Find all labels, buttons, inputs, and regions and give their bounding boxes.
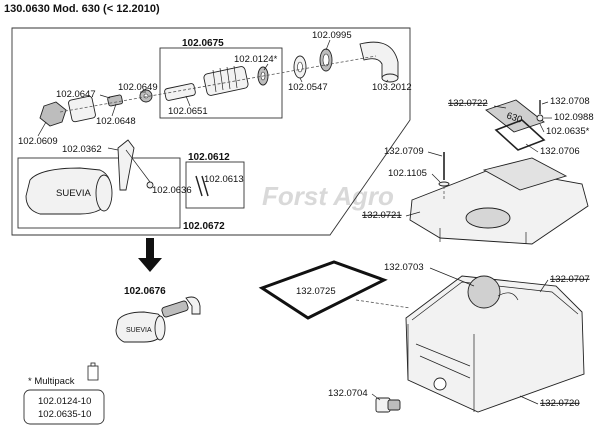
watermark: Forst Agro	[262, 181, 394, 211]
label-132-0721: 132.0721	[362, 210, 402, 221]
label-102-0124: 102.0124*	[234, 54, 278, 65]
label-102-0651: 102.0651	[168, 106, 208, 117]
label-102-0648: 102.0648	[96, 116, 136, 127]
brand-label-main: SUEVIA	[56, 188, 92, 199]
label-102-0613: 102.0613	[204, 174, 244, 185]
label-102-0609: 102.0609	[18, 136, 58, 147]
down-arrow-icon	[138, 238, 162, 272]
label-102-0988: 102.0988	[554, 112, 594, 123]
label-102-0635: 102.0635*	[546, 126, 590, 137]
label-132-0704: 132.0704	[328, 388, 368, 399]
label-102-0675: 102.0675	[182, 38, 224, 49]
label-132-0709: 132.0709	[384, 146, 424, 157]
page-title: 130.0630 Mod. 630 (< 12.2010)	[4, 3, 160, 15]
label-132-0722: 132.0722	[448, 98, 488, 109]
group-box-0612	[185, 161, 245, 209]
label-132-0706: 132.0706	[540, 146, 580, 157]
label-102-0612: 102.0612	[188, 152, 230, 163]
label-132-0703: 132.0703	[384, 262, 424, 273]
label-102-0362: 102.0362	[62, 144, 102, 155]
label-103-2012: 103.2012	[372, 82, 412, 93]
brand-label-small: SUEVIA	[126, 327, 152, 334]
label-132-0707: 132.0707	[550, 274, 590, 285]
label-102-0676: 102.0676	[124, 286, 166, 297]
valve-assembly-drawing	[39, 41, 399, 197]
label-102-1105: 102.1105	[388, 168, 427, 179]
lid-marking: 630	[505, 110, 523, 125]
float-main	[25, 167, 113, 215]
multipack-box	[23, 389, 105, 425]
label-102-0995: 102.0995	[312, 30, 352, 41]
multipack-label: * Multipack	[28, 376, 75, 387]
label-102-0649: 102.0649	[118, 82, 158, 93]
cover-plate-drawing	[438, 99, 546, 187]
multipack-item-2: 102.0635-10	[38, 409, 91, 420]
multipack-icon	[87, 362, 99, 381]
label-132-0708: 132.0708	[550, 96, 590, 107]
trough-body-drawing	[405, 275, 585, 413]
label-132-0720: 132.0720	[540, 398, 580, 409]
kit-frame	[11, 27, 411, 236]
label-102-0647: 102.0647	[56, 89, 96, 100]
leader-lines-valve	[37, 39, 389, 151]
label-132-0725: 132.0725	[296, 286, 336, 297]
assembled-float-drawing	[115, 296, 201, 343]
gasket-ring	[258, 260, 388, 320]
label-102-0672: 102.0672	[183, 221, 225, 232]
group-box-0675	[159, 47, 283, 119]
drain-plug-drawing	[375, 397, 401, 413]
label-102-0636: 102.0636	[152, 185, 192, 196]
multipack-item-1: 102.0124-10	[38, 396, 91, 407]
label-102-0547: 102.0547	[288, 82, 328, 93]
trough-lid-drawing	[409, 157, 589, 245]
leader-lines-right	[355, 101, 552, 405]
float-box	[17, 157, 181, 229]
